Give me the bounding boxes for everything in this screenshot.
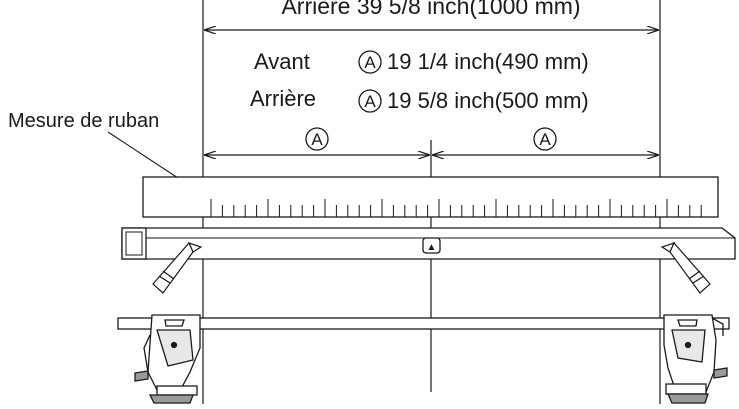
dimension-a-symbol-rear: A bbox=[358, 89, 382, 113]
rear-value: 19 5/8 inch(500 mm) bbox=[387, 88, 589, 113]
front-label: Avant bbox=[254, 49, 310, 74]
rear-label: Arrière bbox=[250, 86, 316, 111]
center-mark: ▲ bbox=[422, 237, 441, 254]
roof-rack-foot-right-icon bbox=[663, 314, 728, 404]
pencil-left-icon bbox=[152, 241, 203, 294]
lower-crossbar bbox=[117, 317, 730, 330]
svg-text:A: A bbox=[364, 92, 376, 111]
svg-text:▲: ▲ bbox=[427, 242, 437, 253]
roof-rack-foot-left-icon bbox=[134, 314, 201, 404]
svg-text:A: A bbox=[311, 130, 323, 149]
tape-measure-label: Mesure de ruban bbox=[8, 110, 159, 132]
svg-text:A: A bbox=[364, 53, 376, 72]
svg-text:A: A bbox=[539, 130, 551, 149]
dimension-a-symbol-front: A bbox=[358, 50, 382, 74]
overall-dimension-label: Arrière 39 5/8 inch(1000 mm) bbox=[281, 0, 580, 19]
pencil-right-icon bbox=[660, 241, 711, 294]
dimension-a-symbol-right: A bbox=[533, 127, 557, 151]
tape-measure bbox=[142, 176, 719, 218]
tape-leader-line bbox=[107, 131, 179, 179]
front-value: 19 1/4 inch(490 mm) bbox=[387, 49, 589, 74]
dimension-a-symbol-left: A bbox=[305, 127, 329, 151]
